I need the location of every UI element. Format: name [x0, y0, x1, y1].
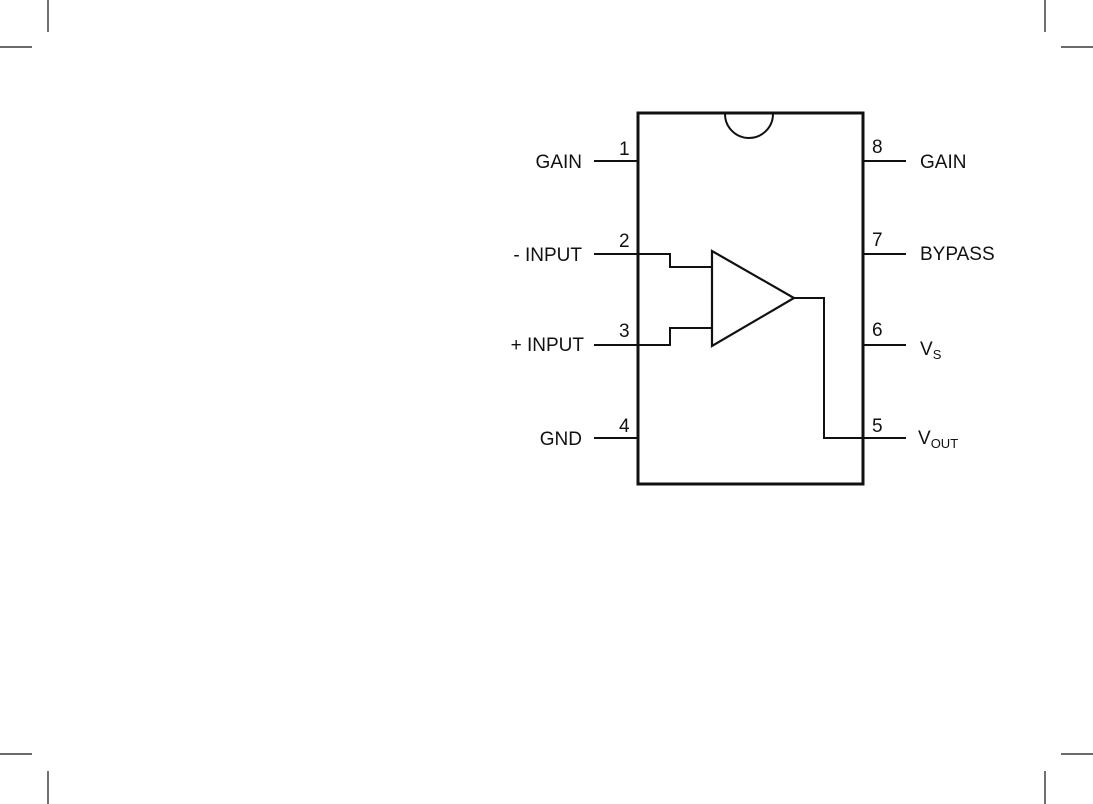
wire-noninverting-input: [638, 328, 712, 345]
pin7-number: 7: [872, 230, 883, 251]
pin8-number: 8: [872, 137, 883, 158]
pin6-label-main: V: [920, 339, 933, 360]
pin1-notch: [725, 114, 773, 138]
opamp-triangle: [712, 251, 794, 346]
wire-output: [794, 298, 863, 438]
pin3-label: + INPUT: [511, 335, 585, 356]
pin7-label: BYPASS: [920, 244, 995, 265]
pin4-number: 4: [619, 416, 630, 437]
pin1-number: 1: [619, 139, 630, 160]
pin5-label: VOUT: [918, 428, 958, 451]
wire-inverting-input: [638, 254, 712, 267]
pin1-label: GAIN: [536, 152, 582, 173]
pin6-number: 6: [872, 320, 883, 341]
pin5-label-sub: OUT: [931, 436, 959, 451]
pin8-label: GAIN: [920, 152, 966, 173]
pin6-label-sub: S: [933, 347, 942, 362]
pin6-label: VS: [920, 339, 942, 362]
pin5-number: 5: [872, 416, 883, 437]
pin2-label: - INPUT: [513, 245, 582, 266]
pin5-label-main: V: [918, 428, 931, 449]
ic-package: [638, 113, 863, 484]
pin3-number: 3: [619, 321, 630, 342]
pin4-label: GND: [540, 429, 582, 450]
pin2-number: 2: [619, 231, 630, 252]
